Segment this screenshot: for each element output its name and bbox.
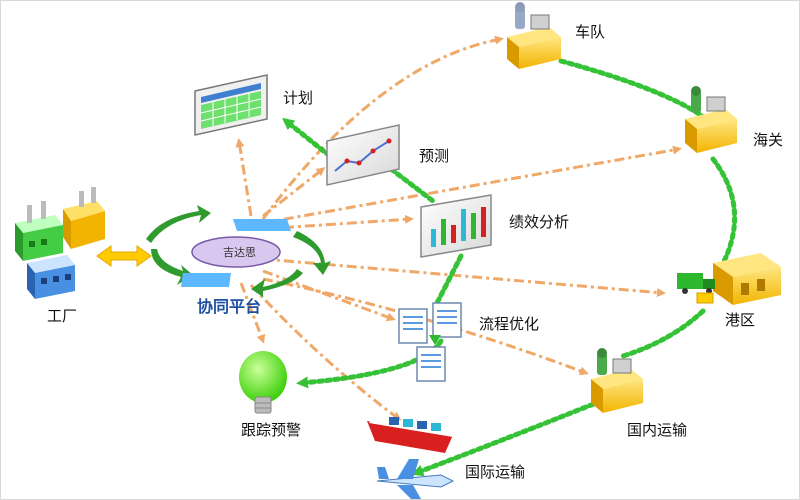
label-plan: 计划 xyxy=(283,89,314,107)
process-documents-icon xyxy=(398,302,462,382)
green-fleet-to-customs xyxy=(558,58,712,124)
link-platform-fleet xyxy=(261,35,504,220)
domestic-desk-icon xyxy=(591,348,643,413)
link-platform-process xyxy=(262,269,396,322)
link-platform-port xyxy=(262,257,666,297)
port-warehouse-icon xyxy=(677,253,781,305)
link-platform-forecast xyxy=(262,167,326,218)
link-platform-alert xyxy=(239,282,266,344)
label-platform: 协同平台 xyxy=(197,297,262,316)
green-forecast-to-performance xyxy=(388,166,436,204)
factory-platform-double-arrow xyxy=(96,245,152,267)
customs-desk-icon xyxy=(685,86,737,153)
label-process: 流程优化 xyxy=(479,315,540,333)
link-platform-plan xyxy=(235,138,253,217)
label-alert: 跟踪预警 xyxy=(241,421,302,439)
green-domestic-to-intl xyxy=(411,398,604,477)
airplane-icon xyxy=(376,459,455,499)
green-performance-to-process xyxy=(434,253,464,306)
plan-board-icon xyxy=(194,74,268,136)
link-platform-domestic xyxy=(262,277,589,376)
label-platform-center: 吉达思 xyxy=(223,246,256,259)
label-forecast: 预测 xyxy=(419,147,450,165)
green-port-to-domestic xyxy=(620,308,706,359)
link-platform-customs xyxy=(262,145,682,225)
label-international: 国际运输 xyxy=(465,463,526,481)
label-domestic: 国内运输 xyxy=(627,421,688,439)
label-customs: 海关 xyxy=(753,131,784,149)
label-performance: 绩效分析 xyxy=(509,213,570,231)
performance-bar-chart-icon xyxy=(420,194,492,258)
green-customs-to-port xyxy=(710,156,737,274)
forecast-chart-icon xyxy=(326,124,400,186)
cargo-ship-icon xyxy=(367,417,453,453)
label-fleet: 车队 xyxy=(575,23,606,41)
platform-ring xyxy=(146,205,331,297)
label-factory: 工厂 xyxy=(47,307,78,325)
lightbulb-alert-icon xyxy=(239,351,287,414)
link-platform-ship xyxy=(249,283,402,421)
fleet-desk-icon xyxy=(507,2,561,69)
factory-icon xyxy=(15,187,105,299)
label-port: 港区 xyxy=(725,311,756,329)
